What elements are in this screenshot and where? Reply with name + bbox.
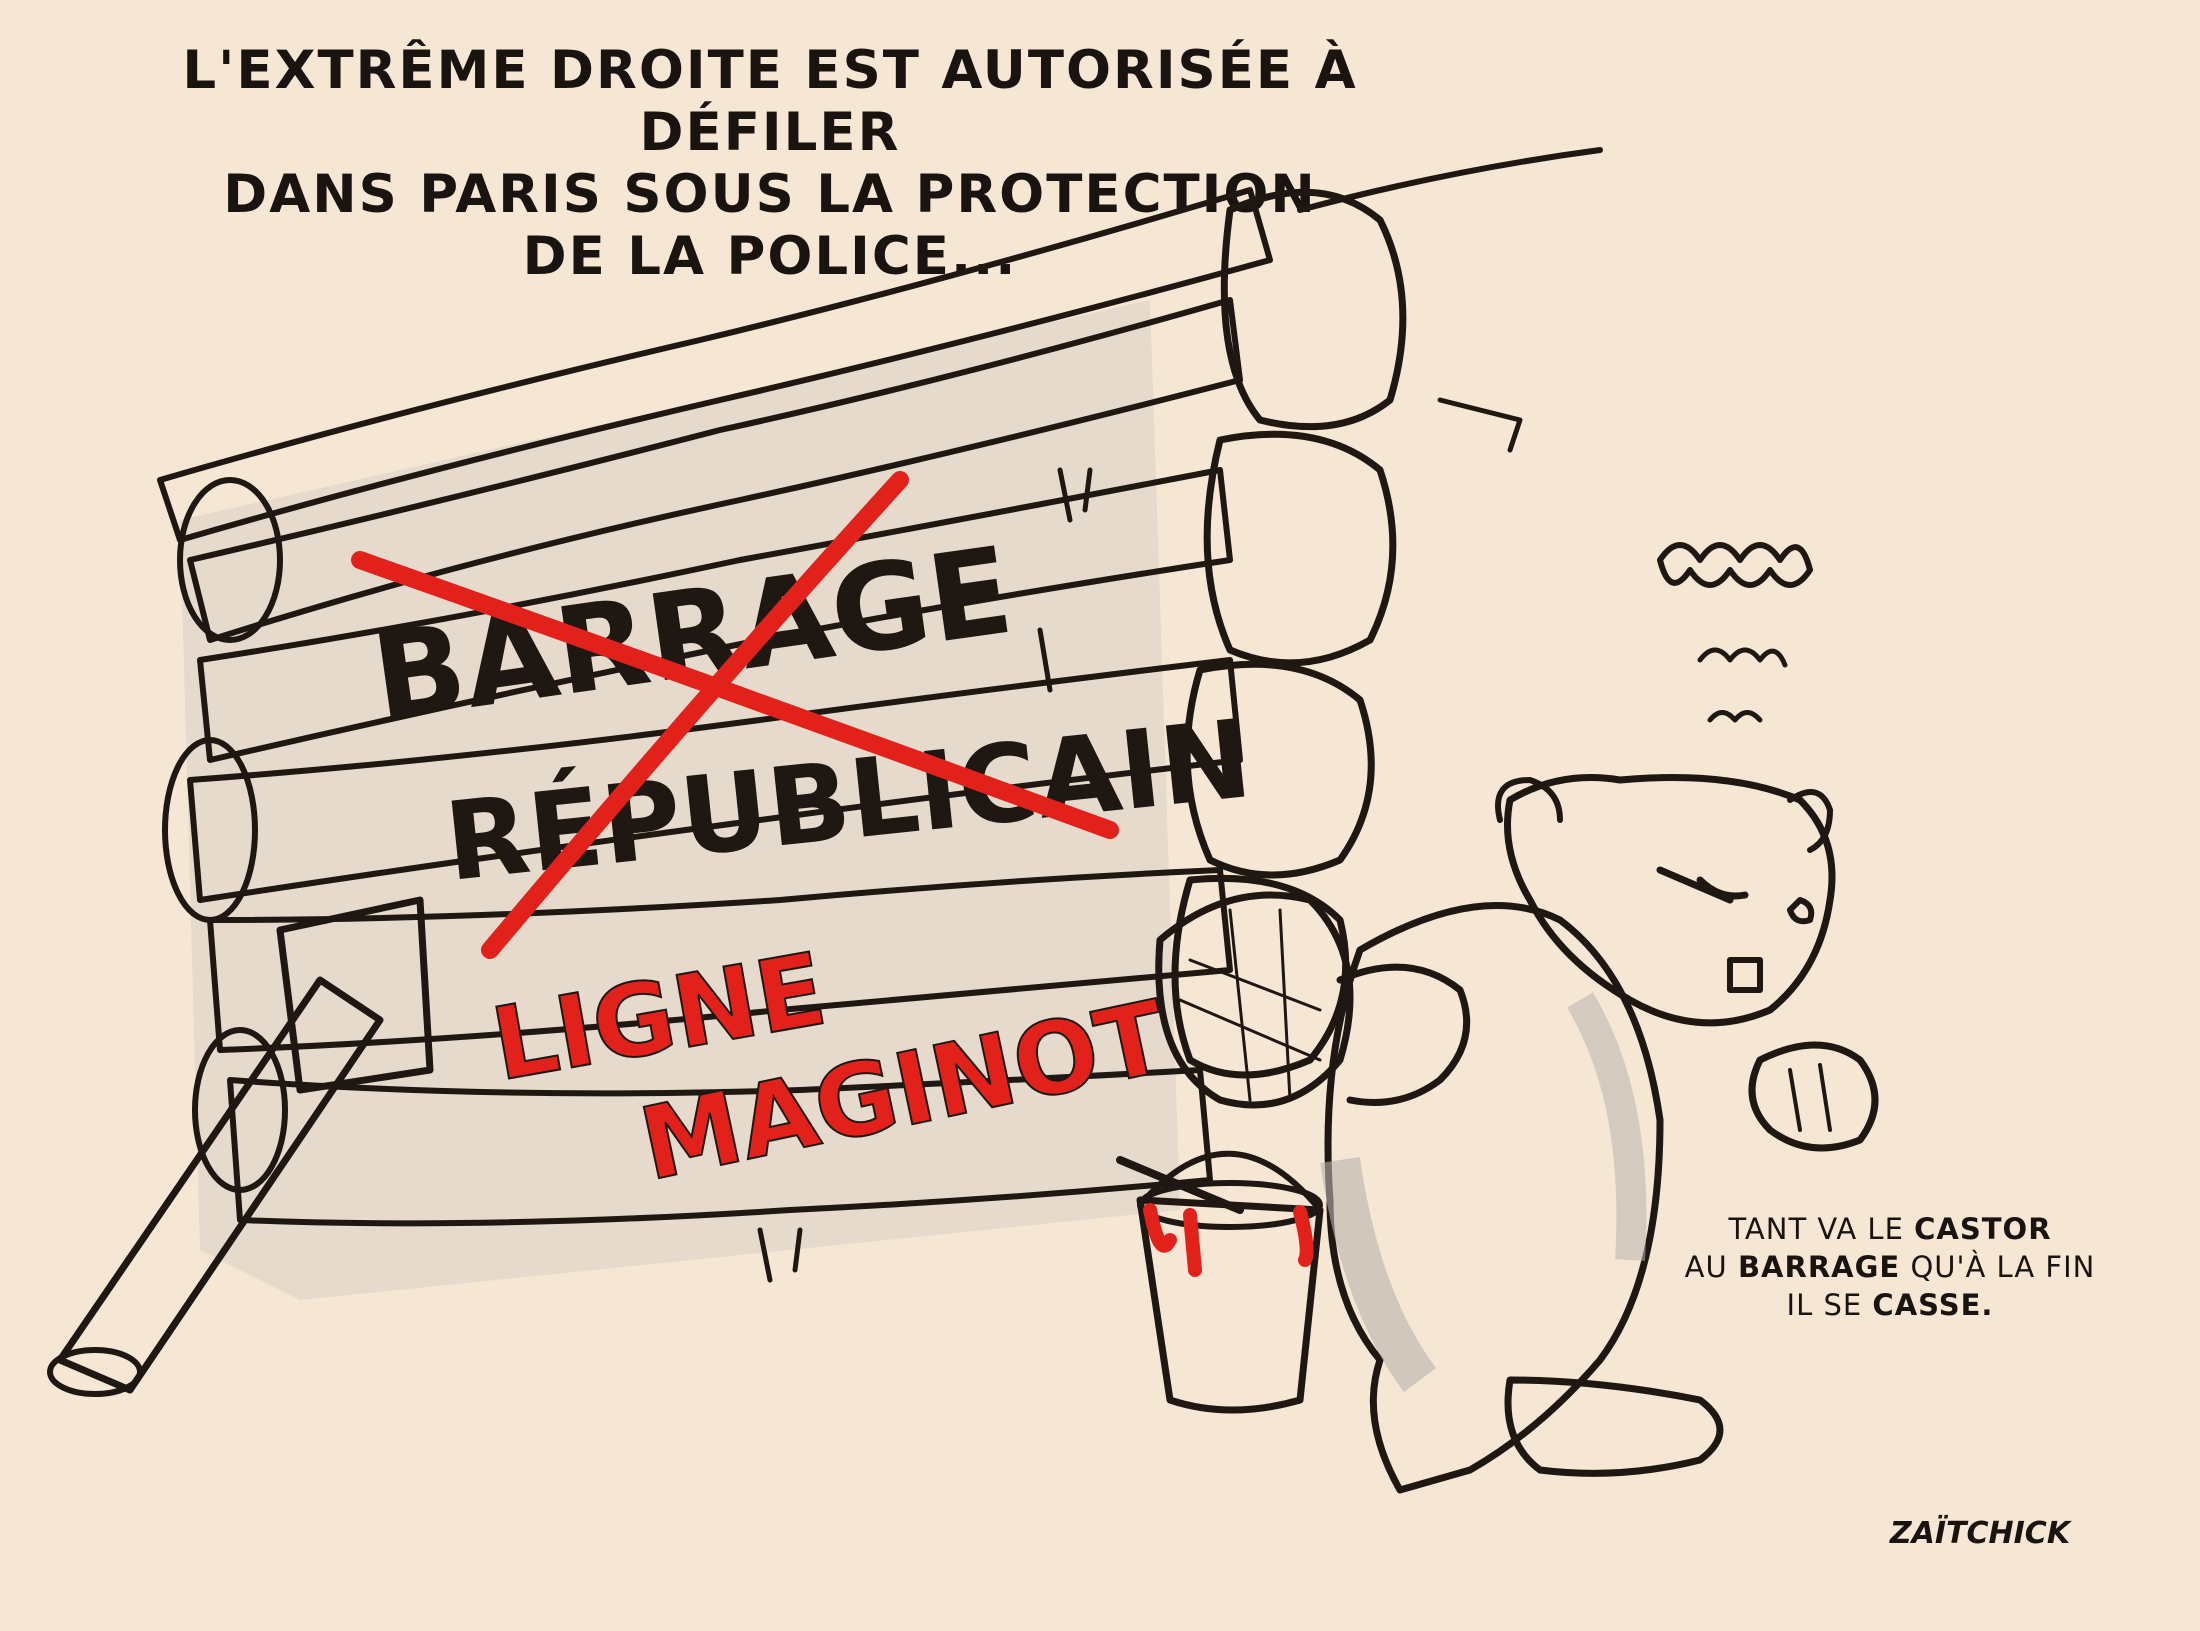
headline-line-2: DANS PARIS SOUS LA PROTECTION [223,164,1317,225]
paint-bucket-body [1136,1196,1324,1414]
caption-text: AU [1684,1250,1738,1284]
anger-scribble-icon [1657,542,1813,723]
beaver-body [1324,902,1664,1494]
beaver-ear-right [1787,789,1833,853]
red-strike-2 [481,471,909,959]
caption-bold: CASTOR [1914,1212,2052,1246]
caption-text: IL SE [1786,1288,1873,1322]
headline-line-3: DE LA POLICE... [522,226,1018,287]
paint-bucket [1116,1150,1324,1414]
headline-line-1: L'EXTRÊME DROITE EST AUTORISÉE À DÉFILER [182,40,1358,163]
caption-bold: CASSE. [1872,1288,1994,1322]
paint-brush-icon [1116,1156,1244,1214]
beaver-figure [1155,774,1879,1494]
headline: L'EXTRÊME DROITE EST AUTORISÉE À DÉFILER… [120,40,1420,288]
caption-bold: BARRAGE [1737,1250,1901,1284]
beaver-teeth [1727,957,1763,993]
beaver-nose [1787,897,1815,925]
caption: TANT VA LE CASTOR AU BARRAGE QU'À LA FIN… [1630,1210,2150,1324]
broken-log [47,896,434,1397]
beaver-foot [1504,1376,1724,1477]
beaver-fist [1748,1041,1879,1152]
beaver-ear-left [1495,777,1563,823]
beaver-head [1504,774,1836,1027]
caption-line-3: IL SE CASSE. [1630,1286,2150,1324]
paint-bucket-handle [1137,1150,1323,1213]
caption-line-1: TANT VA LE CASTOR [1630,1210,2150,1248]
beaver-tail [1155,891,1354,1109]
beaver-angry-eye [1656,866,1749,904]
caption-text: QU'À LA FIN [1900,1250,2096,1284]
paint-drips [1143,1203,1314,1277]
artist-signature: ZAÏTCHICK [1889,1516,2071,1551]
caption-text: TANT VA LE [1728,1212,1915,1246]
beaver-arm [1336,963,1471,1106]
caption-line-2: AU BARRAGE QU'À LA FIN [1630,1248,2150,1286]
